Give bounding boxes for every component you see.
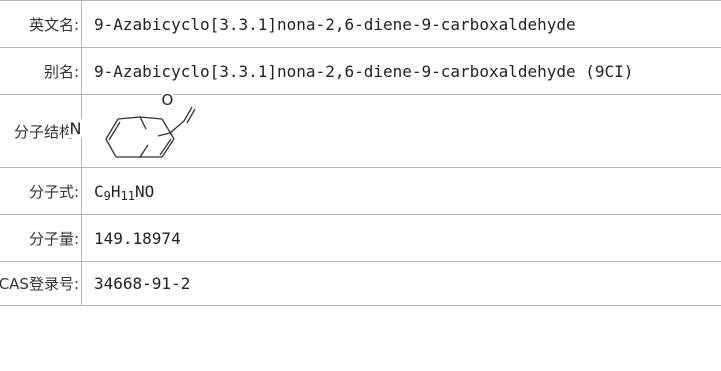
row-molecular-weight: 分子量: 149.18974 [0,214,721,262]
row-alias: 别名: 9-Azabicyclo[3.3.1]nona-2,6-diene-9-… [0,47,721,95]
label-alias: 别名: [0,47,82,95]
label-english-name: 英文名: [0,0,82,48]
formula-text: C9H11NO [94,181,155,203]
row-formula: 分子式: C9H11NO [0,167,721,215]
label-structure: 分子结构: [0,94,82,168]
value-english-name: 9-Azabicyclo[3.3.1]nona-2,6-diene-9-carb… [81,0,721,48]
row-structure: 分子结构: [0,90,721,168]
atom-n-label: N [68,118,83,138]
row-english-name: 英文名: 9-Azabicyclo[3.3.1]nona-2,6-diene-9… [0,0,721,48]
value-structure: N O [68,90,721,168]
label-cas-number: CAS登录号: [0,261,82,306]
molecule-structure-image [105,106,196,158]
value-molecular-weight: 149.18974 [81,214,721,262]
row-cas-number: CAS登录号: 34668-91-2 [0,261,721,306]
value-formula: C9H11NO [81,167,721,215]
label-formula: 分子式: [0,167,82,215]
value-cas-number: 34668-91-2 [81,261,721,306]
atom-o-label: O [161,90,174,109]
compound-info-table: 英文名: 9-Azabicyclo[3.3.1]nona-2,6-diene-9… [0,0,721,306]
label-molecular-weight: 分子量: [0,214,82,262]
value-alias: 9-Azabicyclo[3.3.1]nona-2,6-diene-9-carb… [81,47,721,95]
